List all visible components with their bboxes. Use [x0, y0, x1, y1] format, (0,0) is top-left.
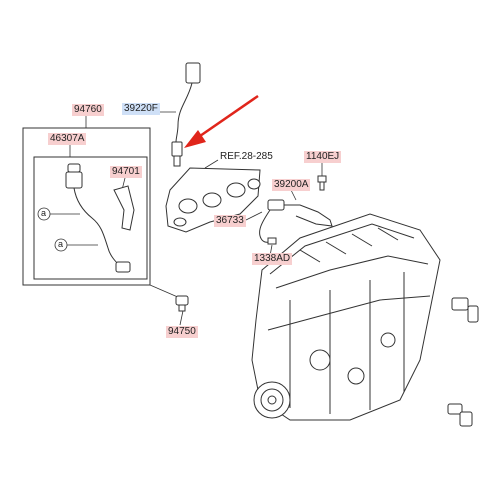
exhaust-manifold [165, 167, 261, 233]
callout-39200a: 39200A [272, 179, 311, 191]
side-sensor-upper [451, 297, 479, 323]
kit-outer-box [22, 127, 151, 286]
side-sensor-lower [447, 403, 473, 427]
marker-a-2 [54, 238, 98, 252]
callout-1338ad: 1338AD [252, 253, 293, 265]
marker-a-label-1: a [41, 208, 47, 218]
marker-a-label-2: a [58, 239, 64, 249]
callout-94760: 94760 [72, 104, 104, 116]
callout-ref-28-285: REF.28-285 [220, 151, 273, 162]
callout-1140ej: 1140EJ [304, 151, 342, 163]
bracket-94701 [113, 185, 135, 231]
red-arrow-icon [184, 94, 259, 148]
kit-inner-box [33, 156, 148, 280]
sensor-39200a [259, 199, 333, 245]
oxygen-sensor-39220f [171, 62, 201, 167]
sensor-94750 [175, 295, 189, 312]
sensor-46307a [65, 163, 131, 273]
callout-36733: 36733 [214, 215, 246, 227]
callout-46307a: 46307A [48, 133, 87, 145]
callout-39220f: 39220F [122, 103, 160, 115]
bolt-1140ej [317, 175, 327, 191]
engine-block [251, 213, 441, 421]
callout-94701: 94701 [110, 166, 142, 178]
marker-a-1 [37, 207, 80, 221]
callout-94750: 94750 [166, 326, 198, 338]
